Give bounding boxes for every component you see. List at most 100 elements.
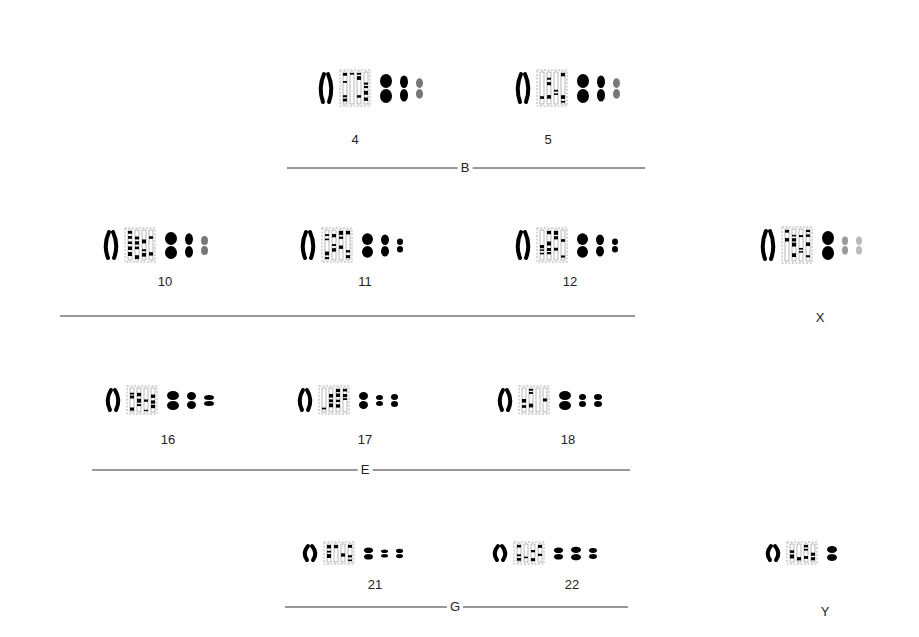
ideogram-frame — [514, 542, 544, 564]
chromosome-blob — [579, 401, 586, 407]
chromosome-band — [554, 248, 558, 251]
chromosome-blob — [364, 554, 373, 560]
ideogram-column — [142, 230, 146, 260]
chromosome-band — [364, 91, 368, 95]
ideogram-column — [529, 388, 533, 412]
chromosome-blob — [376, 395, 383, 400]
chromosome-band — [547, 252, 551, 254]
chromosome-blob — [822, 246, 834, 260]
chromosome-band — [785, 238, 789, 241]
chromosome-band — [561, 239, 565, 242]
chromosome-pair — [768, 546, 771, 560]
chromosome-band — [329, 399, 333, 402]
chromosome-blob — [400, 75, 408, 88]
chromosome-blob — [416, 78, 423, 88]
ideogram-column — [554, 72, 558, 104]
chromosome-band — [346, 250, 350, 252]
chromosome-band — [343, 73, 347, 76]
chromosome-number: 18 — [558, 432, 578, 448]
chromosome-blob — [400, 89, 408, 102]
chromosome-band — [130, 393, 134, 395]
ideogram-column — [364, 72, 368, 104]
chromosome-band — [336, 404, 340, 407]
chromosome-pair — [113, 232, 116, 258]
chromosome-band — [341, 553, 345, 556]
chromosome-blob — [380, 89, 392, 103]
chromosome-band — [357, 95, 361, 98]
chromosome-band — [128, 231, 132, 234]
ideogram-column — [543, 388, 547, 412]
chromosome-pair — [300, 390, 303, 410]
ideogram-column — [790, 544, 794, 562]
ideogram-column — [531, 544, 535, 562]
chromosome-blob — [364, 547, 373, 553]
chromosome-number: 5 — [541, 132, 554, 148]
chromosome-band — [522, 405, 526, 408]
chromosome-band — [336, 400, 340, 402]
chromosome-number: 21 — [365, 577, 385, 593]
chromosome-band — [364, 83, 368, 85]
chromosome-blob — [613, 78, 620, 88]
chromosome-band — [137, 393, 141, 396]
chromosome-number: 12 — [560, 274, 580, 290]
chromosome-pair — [763, 231, 766, 259]
chromosome-blob — [381, 246, 389, 256]
ideogram-column — [540, 72, 544, 104]
chromosome-band — [538, 545, 542, 548]
chromosome-band — [790, 554, 794, 558]
ideogram-column — [325, 230, 329, 260]
chromosome-band — [343, 81, 347, 83]
ideogram-column — [350, 72, 354, 104]
chromosome-blob — [594, 394, 602, 400]
chromosome-band — [142, 253, 146, 257]
ideogram-column — [536, 388, 540, 412]
chromosome-pair — [518, 74, 521, 102]
chromosome-pair — [525, 232, 528, 258]
chromosome-band — [811, 557, 815, 560]
ideogram-frame — [319, 386, 349, 414]
chromosome-band — [799, 235, 803, 237]
chromosome-blob — [391, 394, 398, 400]
chromosome-band — [135, 255, 139, 259]
ideogram-column — [137, 388, 141, 412]
chromosome-band — [128, 252, 132, 256]
chromosome-band — [151, 405, 155, 408]
chromosome-band — [135, 237, 139, 240]
chromosome-blob — [381, 550, 388, 554]
chromosome-pair — [770, 231, 773, 259]
chromosome-band — [799, 248, 803, 250]
ideogram-column — [149, 230, 153, 260]
chromosome-band — [529, 404, 533, 408]
chromosome-blob — [396, 549, 403, 553]
chromosome-band — [130, 407, 134, 410]
ideogram-column — [357, 72, 361, 104]
chromosome-band — [332, 248, 336, 251]
chromosome-blob — [842, 237, 848, 245]
chromosome-blob — [165, 246, 177, 259]
chromosome-blob — [165, 232, 177, 245]
ideogram-frame — [127, 386, 157, 414]
chromosome-band — [343, 398, 347, 400]
ideogram-column — [348, 544, 352, 562]
ideogram-column — [341, 544, 345, 562]
chromosome-band — [804, 556, 808, 559]
chromosome-band — [538, 554, 542, 556]
chromosome-band — [797, 557, 801, 560]
ideogram-column — [547, 72, 551, 104]
chromosome-band — [561, 73, 565, 76]
chromosome-pair — [500, 390, 503, 410]
chromosome-band — [792, 243, 796, 247]
chromosome-blob — [359, 392, 368, 400]
chromosome-blob — [596, 235, 604, 245]
ideogram-frame — [324, 542, 354, 564]
chromosome-band — [343, 394, 347, 397]
ideogram-column — [339, 230, 343, 260]
chromosome-blob — [359, 401, 368, 409]
chromosome-band — [531, 558, 535, 561]
chromosome-band — [357, 76, 361, 80]
group-letter: G — [447, 599, 463, 615]
chromosome-blob — [613, 89, 620, 99]
chromosome-band — [128, 242, 132, 245]
chromosome-pair — [775, 546, 778, 560]
chromosome-pair — [303, 232, 306, 258]
